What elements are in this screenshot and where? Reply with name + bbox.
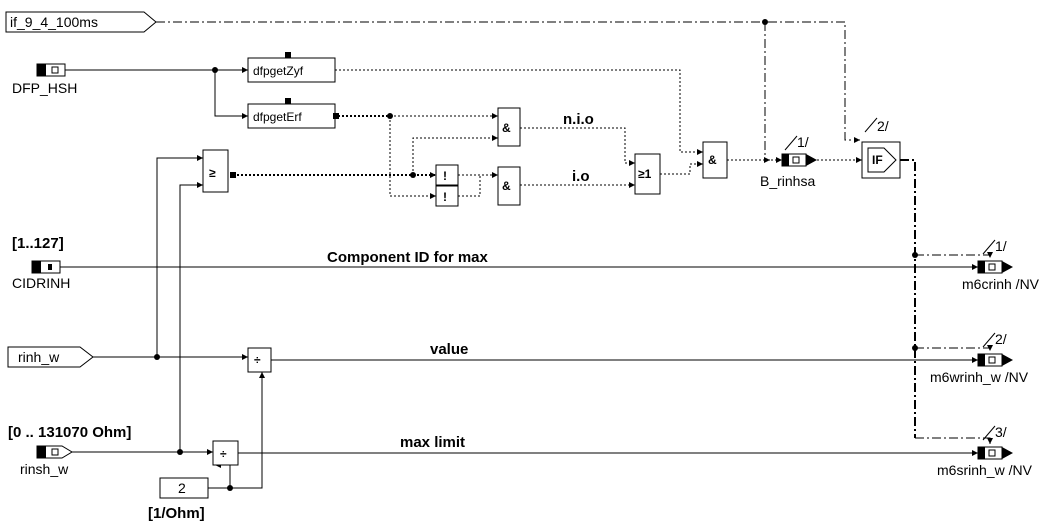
seq-marker-o1: 1/ bbox=[982, 238, 1007, 255]
and-nio-block[interactable]: & bbox=[497, 107, 521, 147]
svg-text:m6crinh /NV: m6crinh /NV bbox=[962, 276, 1040, 292]
seq-marker-1: 1/ bbox=[784, 134, 809, 151]
svg-text:m6srinh_w /NV: m6srinh_w /NV bbox=[937, 462, 1033, 478]
svg-text:!: ! bbox=[443, 169, 447, 183]
rinsh-w-port[interactable]: rinsh_w bbox=[20, 445, 73, 477]
seq-marker-o3: 3/ bbox=[982, 424, 1007, 441]
svg-text:3/: 3/ bbox=[995, 424, 1007, 440]
m6crinh-port[interactable]: m6crinh /NV bbox=[962, 260, 1040, 292]
b-rinhsa-port[interactable]: B_rinhsa bbox=[760, 153, 817, 189]
svg-text:&: & bbox=[502, 121, 511, 135]
const-unit-label: [1/Ohm] bbox=[148, 505, 205, 522]
svg-text:≥: ≥ bbox=[209, 166, 216, 180]
svg-text:&: & bbox=[502, 179, 511, 193]
and-final-block[interactable]: & bbox=[702, 141, 728, 179]
seq-marker-2: 2/ bbox=[864, 117, 889, 134]
dfp-hsh-branch-wire bbox=[214, 70, 248, 117]
svg-text:2: 2 bbox=[178, 480, 186, 496]
seq-marker-o2: 2/ bbox=[982, 331, 1007, 348]
svg-text:1/: 1/ bbox=[797, 134, 809, 150]
or-block[interactable]: ≥1 bbox=[634, 153, 661, 195]
svg-text:CIDRINH: CIDRINH bbox=[12, 275, 70, 291]
svg-text:dfpgetZyf: dfpgetZyf bbox=[253, 64, 304, 78]
m6srinh-w-port[interactable]: m6srinh_w /NV bbox=[937, 446, 1033, 478]
svg-text:IF: IF bbox=[872, 153, 883, 167]
not2-out-wire bbox=[458, 175, 481, 197]
value-label: value bbox=[430, 341, 468, 358]
rinh-w-to-cmp-wire bbox=[156, 157, 203, 357]
dfp-get-zyf-block[interactable]: dfpgetZyf bbox=[247, 52, 336, 83]
or-out-wire bbox=[660, 163, 703, 175]
svg-text:if_9_4_100ms: if_9_4_100ms bbox=[10, 14, 98, 30]
junction-dots bbox=[154, 19, 918, 491]
not-block-2[interactable]: ! bbox=[435, 185, 459, 207]
svg-text:rinh_w: rinh_w bbox=[18, 349, 60, 365]
zyf-wire bbox=[335, 69, 703, 153]
if-to-o1-wire bbox=[915, 254, 991, 258]
cidrinh-port[interactable]: CIDRINH bbox=[12, 260, 70, 291]
nio-label: n.i.o bbox=[563, 111, 594, 128]
svg-text:÷: ÷ bbox=[220, 447, 227, 461]
dfp-hsh-port[interactable]: DFP_HSH bbox=[12, 63, 77, 96]
erf-down-wire bbox=[389, 116, 436, 197]
svg-text:dfpgetErf: dfpgetErf bbox=[253, 110, 302, 124]
m6wrinh-w-port[interactable]: m6wrinh_w /NV bbox=[930, 353, 1029, 385]
const-to-div1-wire bbox=[230, 372, 263, 489]
const-to-div2-wire bbox=[215, 464, 231, 488]
and-io-block[interactable]: & bbox=[497, 166, 521, 206]
svg-text:÷: ÷ bbox=[254, 353, 261, 367]
max-limit-label: max limit bbox=[400, 434, 465, 451]
svg-text:rinsh_w: rinsh_w bbox=[20, 461, 69, 477]
svg-text:&: & bbox=[708, 153, 717, 167]
divide-block-2[interactable]: ÷ bbox=[212, 440, 239, 466]
trigger-wire bbox=[156, 21, 860, 141]
dfp-get-erf-block[interactable]: dfpgetErf bbox=[247, 98, 339, 129]
svg-text:m6wrinh_w /NV: m6wrinh_w /NV bbox=[930, 369, 1029, 385]
svg-text:DFP_HSH: DFP_HSH bbox=[12, 80, 77, 96]
rinsh-range-label: [0 .. 131070 Ohm] bbox=[8, 424, 131, 441]
svg-text:≥1: ≥1 bbox=[638, 167, 652, 181]
rinh-w-port[interactable]: rinh_w bbox=[7, 346, 94, 368]
svg-text:!: ! bbox=[443, 190, 447, 204]
cmp-up-wire bbox=[412, 137, 498, 175]
trigger-branch-wire bbox=[764, 22, 770, 161]
rinsh-w-to-cmp-wire bbox=[179, 184, 203, 452]
if-out-wire bbox=[900, 159, 916, 438]
io-label: i.o bbox=[572, 168, 590, 185]
not-block-1[interactable]: ! bbox=[435, 164, 459, 186]
svg-text:1/: 1/ bbox=[995, 238, 1007, 254]
divide-block-1[interactable]: ÷ bbox=[247, 347, 272, 373]
wire-arrowheads bbox=[197, 67, 993, 468]
cid-range-label: [1..127] bbox=[12, 235, 64, 252]
component-id-label: Component ID for max bbox=[327, 249, 488, 266]
if-trigger-port[interactable]: if_9_4_100ms bbox=[5, 11, 157, 33]
svg-text:2/: 2/ bbox=[995, 331, 1007, 347]
if-to-o3-wire bbox=[915, 437, 991, 444]
svg-text:2/: 2/ bbox=[877, 118, 889, 134]
if-block[interactable]: IF bbox=[861, 141, 901, 179]
nio-wire bbox=[520, 127, 635, 164]
constant-two-block[interactable]: 2 bbox=[159, 477, 209, 499]
if-to-o2-wire bbox=[915, 347, 991, 351]
svg-text:B_rinhsa: B_rinhsa bbox=[760, 173, 815, 189]
compare-ge-block[interactable]: ≥ bbox=[202, 149, 236, 193]
